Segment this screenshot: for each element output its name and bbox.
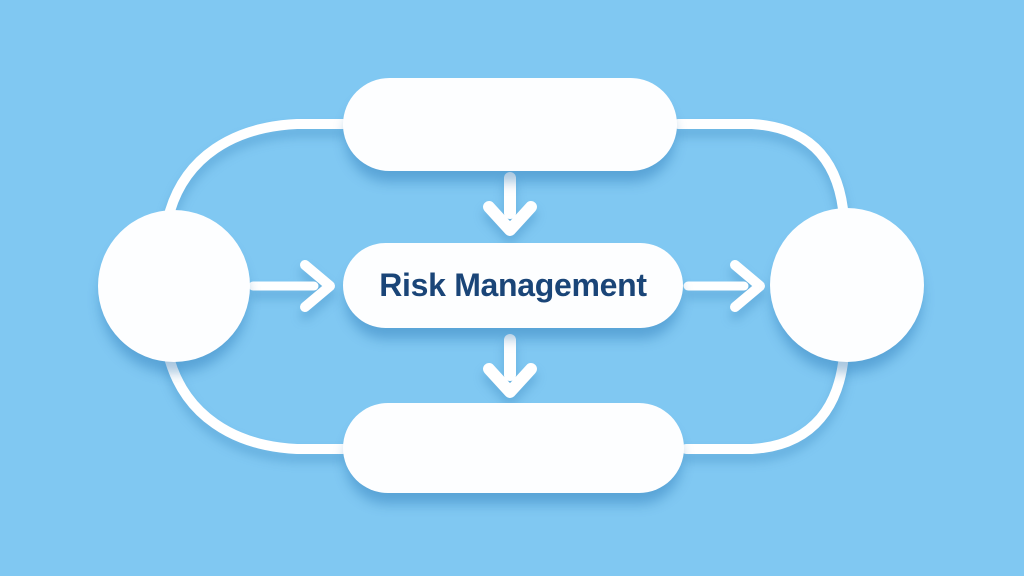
edge-top-to-right-curve <box>673 119 848 214</box>
arrow-left-to-center <box>248 260 335 312</box>
arrow-right-icon <box>300 260 335 312</box>
edge-right-to-bottom-curve <box>681 358 848 454</box>
arrow-right-icon <box>730 260 765 312</box>
edge-left-to-bottom-curve <box>165 356 348 454</box>
arrow-down-icon <box>483 363 537 398</box>
node-risk-management: Risk Management <box>343 243 683 328</box>
edge-top-to-left-curve <box>165 119 348 216</box>
node-right-circle <box>770 208 924 362</box>
node-top-pill <box>343 78 677 171</box>
risk-management-label: Risk Management <box>379 267 647 303</box>
arrow-top-to-center <box>483 172 537 236</box>
arrow-down-icon <box>483 201 537 236</box>
node-bottom-pill <box>343 403 684 493</box>
arrow-center-to-bottom <box>483 334 537 398</box>
node-left-circle <box>98 210 250 362</box>
arrow-center-to-right <box>683 260 765 312</box>
